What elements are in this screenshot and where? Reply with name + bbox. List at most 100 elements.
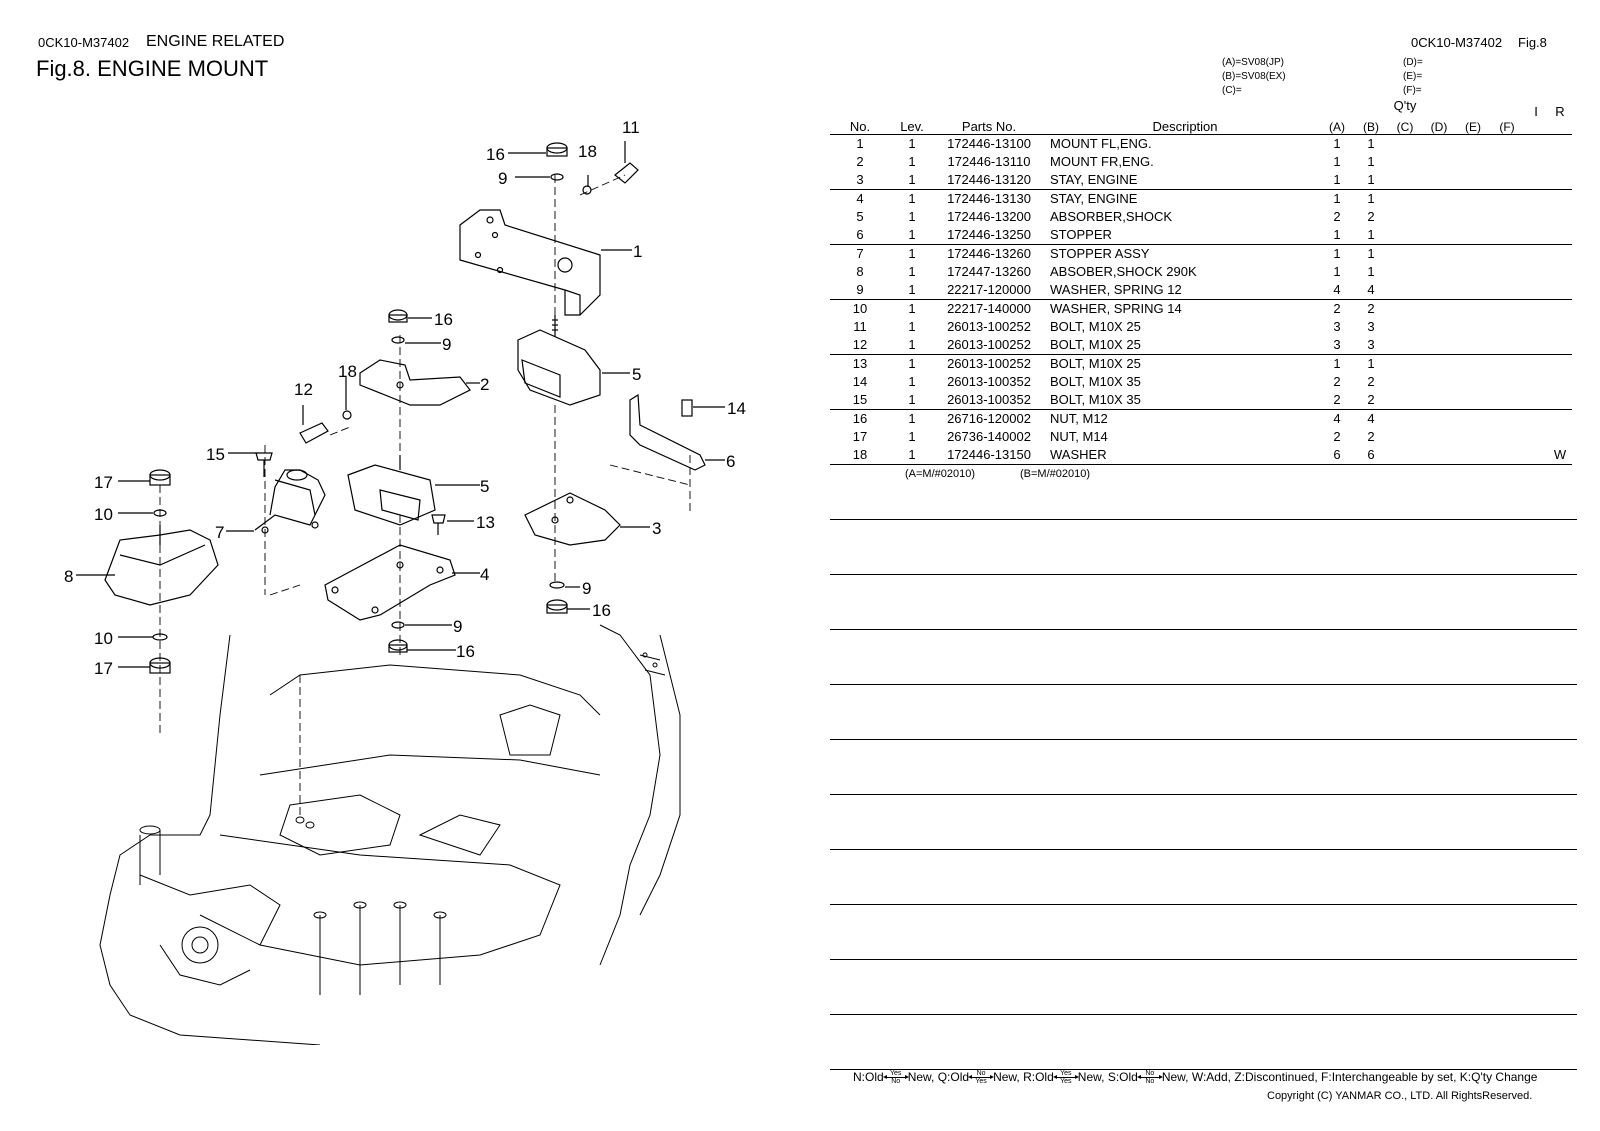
document-code-right: 0CK10-M37402 [1411,35,1503,50]
cell-empty [1422,300,1456,319]
note-model-a: (A=M/#02010) [905,468,976,480]
cell-r: W [1548,446,1572,465]
cell-desc: NUT, M12 [1050,411,1108,426]
part-7-stopper-assy [254,469,326,534]
parts-table: No. Lev. Parts No. Description (A) (B) Q… [830,98,1572,465]
cell-desc: BOLT, M10X 25 [1050,356,1141,371]
cell-desc: STAY, ENGINE [1044,171,1320,190]
cell-empty [1388,153,1422,171]
cell-empty [1490,300,1524,319]
cell-empty [1388,263,1422,281]
col-parts-no: Parts No. [934,100,1044,135]
cell-empty [1524,428,1548,446]
table-header-row: No. Lev. Parts No. Description (A) (B) Q… [830,98,1572,135]
cell-no: 15 [830,391,890,410]
cell-empty [1422,171,1456,190]
callout-7: 7 [215,523,224,542]
cell-b: 2 [1367,209,1375,224]
cell-empty [1490,245,1524,264]
callout-17: 17 [94,473,113,492]
cell-empty [1388,410,1422,429]
cell-b: 1 [1354,226,1388,245]
cell-no: 4 [856,191,864,206]
cell-pn: 26736-140002 [947,429,1031,444]
cell-empty [1422,153,1456,171]
cell-r [1548,428,1572,446]
cell-empty [1490,446,1524,465]
cell-lev: 1 [908,154,916,169]
callout-18: 18 [578,142,597,161]
blank-rule [830,519,1577,520]
cell-empty [1422,428,1456,446]
cell-desc: WASHER, SPRING 12 [1044,281,1320,300]
legend-q-new: New, [993,1070,1020,1084]
cell-empty [1490,171,1524,190]
cell-empty [1388,190,1422,209]
cell-empty [1422,391,1456,410]
cell-b: 1 [1367,356,1375,371]
callout-8: 8 [64,567,73,586]
cell-b: 6 [1354,446,1388,465]
cell-a: 2 [1333,301,1341,316]
legend-rest: W:Add, Z:Discontinued, F:Interchangeable… [1191,1070,1538,1084]
model-f: (F)= [1403,85,1422,96]
cell-empty [1490,281,1524,300]
cell-pn: 172446-13250 [934,226,1044,245]
cell-empty [1524,391,1548,410]
cell-r [1548,336,1572,355]
blank-rule [830,1069,1577,1070]
cell-desc: STOPPER ASSY [1050,246,1150,261]
cell-empty [1422,208,1456,226]
cell-empty [1456,355,1490,374]
callout-18: 18 [338,362,357,381]
cell-empty [1490,208,1524,226]
cell-b: 1 [1367,191,1375,206]
cell-pn: 22217-140000 [947,301,1031,316]
cell-pn: 172446-13120 [934,171,1044,190]
col-qty-f: (F) [1490,100,1524,135]
callout-5: 5 [480,477,489,496]
cell-empty [1490,336,1524,355]
cell-desc: MOUNT FR,ENG. [1050,154,1154,169]
callout-9: 9 [582,579,591,598]
legend-s-old: S:Old [1107,1070,1138,1084]
blank-rule [830,574,1577,575]
callout-12: 12 [294,380,313,399]
cell-no: 12 [830,336,890,355]
cell-lev: 1 [908,411,916,426]
cell-r [1548,373,1572,391]
col-qty-e: (E) [1456,100,1490,135]
cell-desc: ABSORBER,SHOCK [1050,209,1173,224]
legend-q-old: Q:Old [937,1070,970,1084]
cell-desc: ABSOBER,SHOCK 290K [1050,264,1197,279]
cell-pn: 26716-120002 [947,411,1031,426]
engine-mount-diagram: 11 16 18 9 1 16 9 2 12 18 5 14 6 15 17 1… [64,118,746,1045]
part-6-stopper [629,393,706,471]
cell-empty [1456,190,1490,209]
cell-pn: 172447-13260 [947,264,1031,279]
cell-empty [1456,391,1490,410]
cell-b: 1 [1367,264,1375,279]
cell-empty [1524,171,1548,190]
cell-empty [1490,190,1524,209]
callout-17: 17 [94,659,113,678]
cell-lev: 1 [908,319,916,334]
cell-empty [1388,355,1422,374]
cell-pn: 172446-13110 [947,154,1031,169]
cell-pn: 26013-100252 [934,336,1044,355]
cell-b: 2 [1367,374,1375,389]
cell-r [1548,245,1572,264]
cell-lev: 1 [908,264,916,279]
callout-10: 10 [94,505,113,524]
blank-rule [830,959,1577,960]
